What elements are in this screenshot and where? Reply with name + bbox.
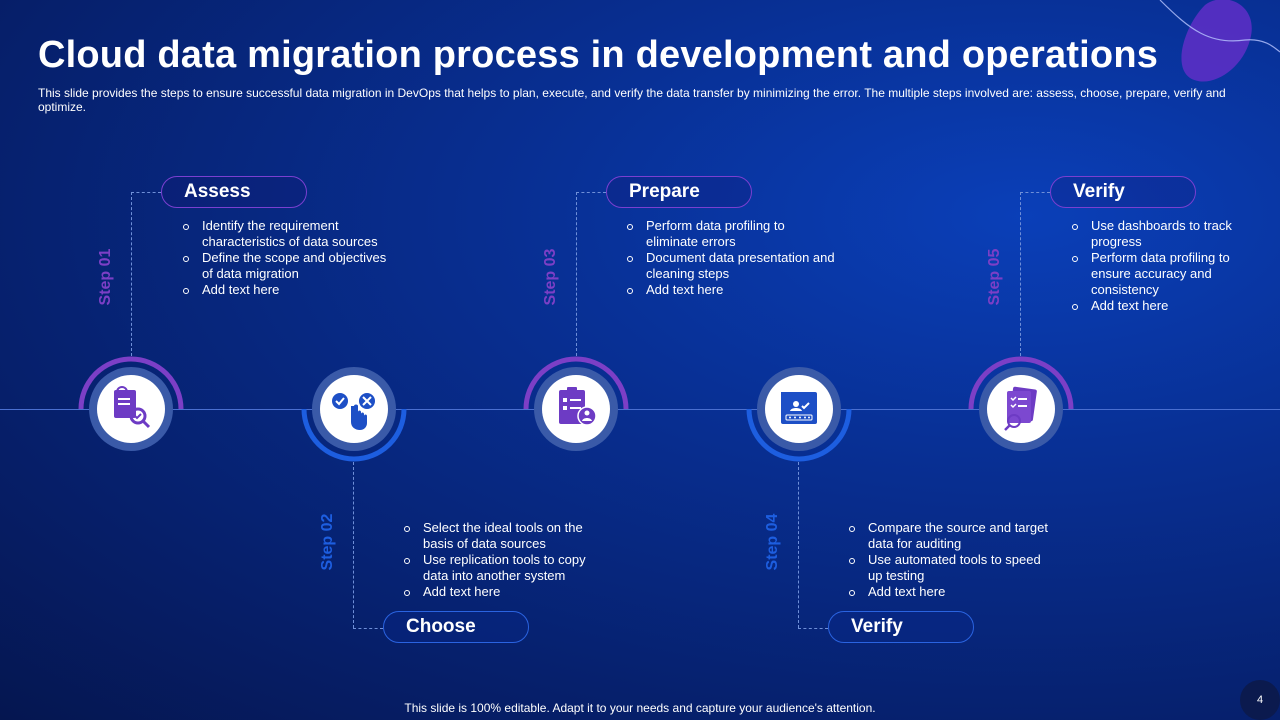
step-02-heading: Choose <box>383 611 529 643</box>
step-01-heading: Assess <box>161 176 307 208</box>
list-item: Document data presentation and cleaning … <box>626 250 836 282</box>
list-item: Add text here <box>182 282 392 298</box>
checklist-team-icon <box>559 387 597 426</box>
step-03-label: Step 03 <box>542 248 559 306</box>
step-01-bullets: Identify the requirement characteristics… <box>182 218 392 298</box>
list-item: Identify the requirement characteristics… <box>182 218 392 250</box>
timeline-line <box>0 409 1280 410</box>
list-item: Compare the source and target data for a… <box>848 520 1048 552</box>
step-01-node <box>76 354 186 464</box>
step-03-heading: Prepare <box>606 176 752 208</box>
step-05-connector-h <box>1020 192 1050 193</box>
step-05-connector <box>1020 192 1021 356</box>
step-04-label: Step 04 <box>764 513 781 571</box>
step-02-label: Step 02 <box>319 513 336 571</box>
document-search-icon <box>114 386 151 429</box>
step-02-bullets: Select the ideal tools on the basis of d… <box>403 520 603 600</box>
page-subtitle: This slide provides the steps to ensure … <box>38 86 1226 114</box>
step-02-connector-h <box>353 628 383 629</box>
list-item: Use automated tools to speed up testing <box>848 552 1048 584</box>
user-verification-icon <box>781 392 817 424</box>
step-03-bullets: Perform data profiling to eliminate erro… <box>626 218 836 298</box>
list-item: Use dashboards to track progress <box>1071 218 1251 250</box>
step-03-connector-h <box>576 192 606 193</box>
checklist-document-icon <box>1004 386 1037 431</box>
step-05-heading: Verify <box>1050 176 1196 208</box>
step-05-label: Step 05 <box>986 248 1003 306</box>
decorative-blob <box>1159 0 1280 82</box>
step-03-node <box>521 354 631 464</box>
step-02-connector <box>353 462 354 628</box>
step-04-bullets: Compare the source and target data for a… <box>848 520 1048 600</box>
step-04-connector <box>798 462 799 628</box>
choose-check-cross-icon <box>332 393 375 430</box>
step-05-node <box>966 354 1076 464</box>
step-04-connector-h <box>798 628 828 629</box>
list-item: Define the scope and objectives of data … <box>182 250 392 282</box>
step-05-bullets: Use dashboards to track progress Perform… <box>1071 218 1251 314</box>
step-03-connector <box>576 192 577 356</box>
list-item: Select the ideal tools on the basis of d… <box>403 520 603 552</box>
page-number: 4 <box>1240 680 1280 720</box>
step-01-connector <box>131 192 132 356</box>
list-item: Add text here <box>403 584 603 600</box>
list-item: Add text here <box>1071 298 1251 314</box>
list-item: Add text here <box>626 282 836 298</box>
list-item: Perform data profiling to ensure accurac… <box>1071 250 1251 298</box>
page-title: Cloud data migration process in developm… <box>38 34 1159 76</box>
list-item: Perform data profiling to eliminate erro… <box>626 218 836 250</box>
footer-note: This slide is 100% editable. Adapt it to… <box>404 701 876 715</box>
step-02-node <box>299 354 409 464</box>
step-01-connector-h <box>131 192 161 193</box>
step-04-heading: Verify <box>828 611 974 643</box>
list-item: Add text here <box>848 584 1048 600</box>
step-04-node <box>744 354 854 464</box>
list-item: Use replication tools to copy data into … <box>403 552 603 584</box>
step-01-label: Step 01 <box>97 248 114 306</box>
